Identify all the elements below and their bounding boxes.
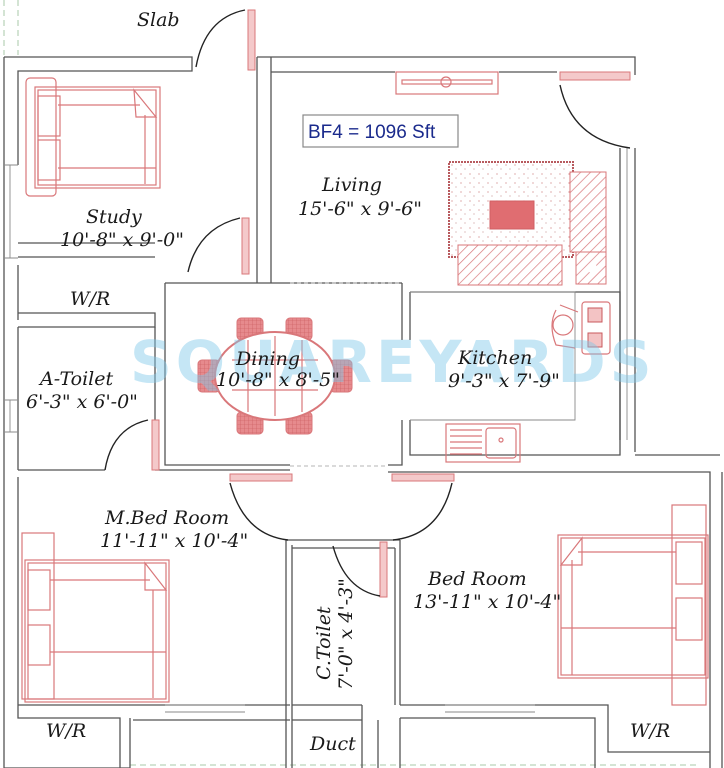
room-labels: Slab Study 10'-8" x 9'-0" Living 15'-6" … (26, 9, 670, 755)
watermark: SQUAREYARDS (130, 328, 655, 396)
room-label-c-toilet: C.Toilet (313, 606, 335, 680)
master-bed-icon (21, 532, 170, 703)
furniture (21, 71, 709, 706)
tv-unit-icon (395, 71, 499, 95)
bedroom-bed-icon (557, 504, 709, 706)
room-label-wr-master: W/R (46, 720, 86, 742)
guide-lines (3, 0, 700, 766)
room-label-slab: Slab (137, 9, 180, 31)
room-dims-kitchen: 9'-3" x 7'-9" (448, 370, 560, 392)
room-dims-a-toilet: 6'-3" x 6'-0" (26, 391, 138, 413)
room-label-a-toilet: A-Toilet (38, 368, 113, 390)
room-dims-dining: 10'-8" x 8'-5" (216, 369, 340, 391)
room-label-dining: Dining (235, 348, 300, 370)
room-label-kitchen: Kitchen (457, 347, 532, 369)
room-label-wr-study: W/R (70, 288, 110, 310)
area-label-text: BF4 = 1096 Sft (308, 122, 436, 143)
kitchen-stove-icon (551, 301, 611, 355)
room-dims-bedroom: 13'-11" x 10'-4" (413, 591, 561, 613)
room-label-study: Study (86, 206, 142, 228)
room-dims-c-toilet: 7'-0" x 4'-3" (335, 578, 357, 690)
area-label: BF4 = 1096 Sft (302, 114, 459, 148)
room-dims-living: 15'-6" x 9'-6" (298, 198, 422, 220)
room-dims-study: 10'-8" x 9'-0" (60, 229, 184, 251)
dining-table-icon (197, 317, 353, 435)
doors (104, 9, 631, 598)
room-label-living: Living (321, 174, 382, 196)
room-dims-m-bedroom: 11'-11" x 10'-4" (100, 530, 248, 552)
room-label-m-bedroom: M.Bed Room (104, 507, 229, 529)
walls (3, 56, 723, 768)
kitchen-sink-icon (445, 423, 521, 463)
living-sofa-icon (448, 161, 607, 286)
room-label-duct: Duct (309, 733, 356, 755)
room-label-bedroom: Bed Room (427, 568, 527, 590)
room-label-wr-bedroom: W/R (630, 720, 670, 742)
study-bed-icon (25, 77, 161, 197)
